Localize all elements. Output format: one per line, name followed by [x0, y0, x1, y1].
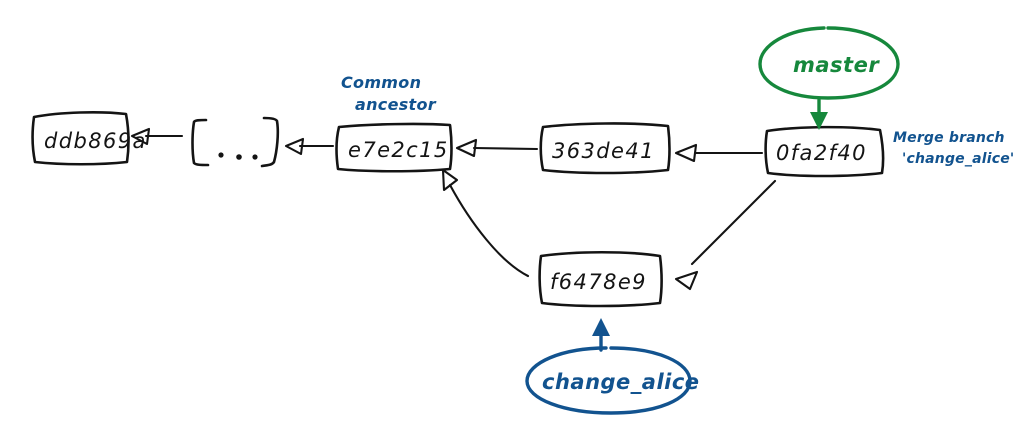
- right-bracket: [260, 116, 280, 168]
- annotation-common-ancestor: Common ancestor: [341, 73, 437, 114]
- edge-line: [690, 179, 777, 266]
- commit-box-outline: [31, 111, 130, 166]
- branch-arrowhead: [592, 318, 610, 336]
- commit-node-e7e2c15[interactable]: e7e2c15: [335, 122, 453, 173]
- branch-ellipse: [758, 26, 900, 100]
- commit-box-outline: [539, 122, 671, 175]
- branch-label-change-alice[interactable]: change_alice: [525, 318, 700, 415]
- commit-node-363de41[interactable]: 363de41: [539, 122, 671, 175]
- commit-node-f6478e9[interactable]: f6478e9: [538, 250, 663, 308]
- branch-arrowhead: [810, 112, 828, 130]
- commit-box-outline: [538, 250, 663, 308]
- edge-line: [472, 146, 539, 151]
- common-ancestor-line-2: ancestor: [355, 95, 437, 114]
- annotation-merge-message: Merge branch 'change_alice': [893, 130, 1014, 167]
- arrowhead-open: [674, 143, 698, 163]
- edge-363de41-to-e7e2c15: [455, 138, 539, 158]
- edge-ellipsis-to-ddb869a: [130, 127, 184, 146]
- arrowhead-open: [441, 168, 459, 192]
- branch-ellipse: [525, 346, 692, 415]
- commit-hash-label: 363de41: [552, 139, 655, 163]
- ellipsis-dot-1: [218, 152, 224, 158]
- commit-box-outline: [764, 125, 885, 178]
- commit-hash-label: 0fa2f40: [776, 141, 867, 165]
- commit-box-outline: [335, 122, 453, 173]
- arrowhead-open: [455, 138, 478, 158]
- arrowhead-open: [130, 127, 151, 146]
- arrowhead-open: [284, 137, 305, 156]
- commit-node-ellipsis: [191, 116, 280, 168]
- arrowhead-open: [674, 270, 699, 291]
- branch-name-label: change_alice: [542, 370, 700, 394]
- edge-0fa2f40-to-f6478e9: [674, 179, 777, 291]
- commit-hash-label: e7e2c15: [348, 138, 449, 162]
- commit-node-0fa2f40[interactable]: 0fa2f40: [764, 125, 885, 178]
- common-ancestor-line-1: Common: [341, 73, 421, 92]
- commit-hash-label: f6478e9: [550, 270, 647, 294]
- edge-0fa2f40-to-363de41: [674, 143, 764, 163]
- left-bracket: [191, 118, 210, 167]
- commit-node-ddb869a[interactable]: ddb869a: [31, 111, 147, 166]
- edge-e7e2c15-to-ellipsis: [284, 137, 335, 156]
- edge-line: [448, 183, 530, 278]
- merge-message-line-1: Merge branch: [893, 130, 1005, 146]
- edge-f6478e9-to-e7e2c15: [441, 168, 530, 278]
- branch-label-master[interactable]: master: [758, 26, 900, 130]
- commit-hash-label: ddb869a: [44, 129, 147, 153]
- branch-name-label: master: [793, 53, 880, 77]
- ellipsis-dot-2: [236, 154, 242, 160]
- merge-message-line-2: 'change_alice': [902, 151, 1014, 167]
- ellipsis-dot-3: [252, 154, 258, 160]
